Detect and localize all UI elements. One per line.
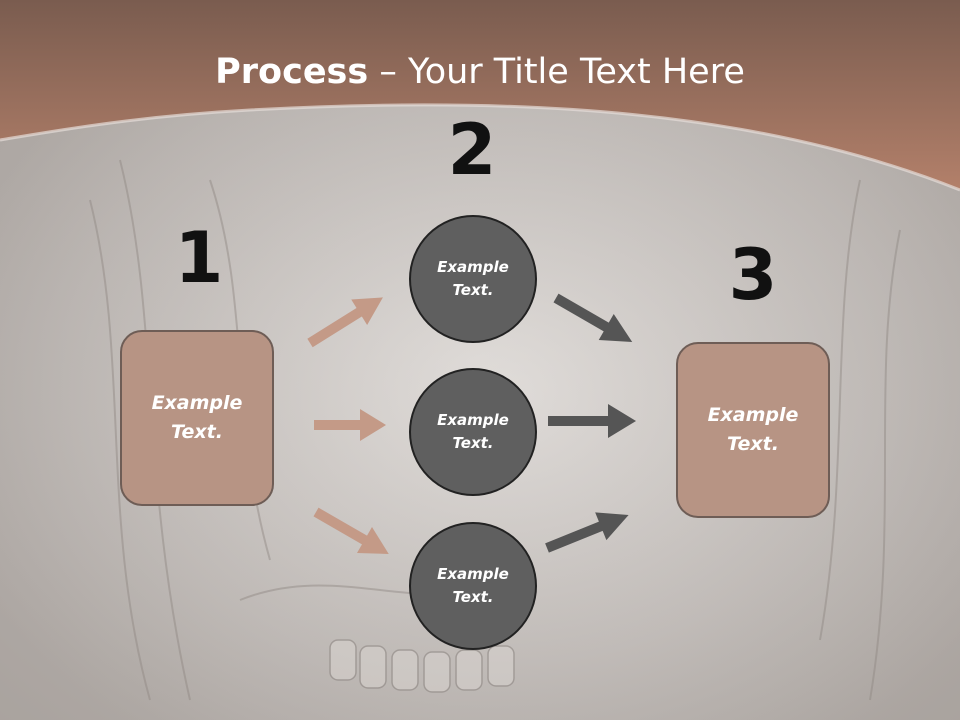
- circle-top-text: Example Text.: [437, 258, 509, 299]
- title-bold: Process: [215, 52, 369, 92]
- left-box: Example Text.: [120, 330, 274, 506]
- right-box-text: Example Text.: [707, 404, 799, 455]
- circle-bottom: Example Text.: [409, 522, 537, 650]
- arrow-right: [314, 409, 386, 441]
- circle-top: Example Text.: [409, 215, 537, 343]
- right-box: Example Text.: [676, 342, 830, 518]
- circle-middle-text: Example Text.: [437, 411, 509, 452]
- arrow-down-right: [313, 507, 389, 554]
- left-box-text: Example Text.: [151, 392, 243, 443]
- arrow-down-right-dark: [553, 293, 633, 342]
- arrows-outgoing: [545, 293, 636, 553]
- step-number-3: 3: [728, 234, 778, 316]
- circle-bottom-text: Example Text.: [437, 565, 509, 606]
- arrow-up-right-dark: [545, 512, 629, 553]
- circle-middle: Example Text.: [409, 368, 537, 496]
- title-banner: [0, 0, 960, 190]
- step-number-1: 1: [174, 217, 224, 299]
- arrows-incoming: [307, 297, 389, 554]
- arrow-up-right: [307, 297, 383, 348]
- slide-title: Process – Your Title Text Here: [0, 52, 960, 92]
- banner-edge: [0, 103, 960, 192]
- title-rest: – Your Title Text Here: [368, 52, 745, 92]
- teeth-hint: [329, 639, 515, 693]
- step-number-2: 2: [447, 109, 497, 191]
- arrow-right-dark: [548, 404, 636, 438]
